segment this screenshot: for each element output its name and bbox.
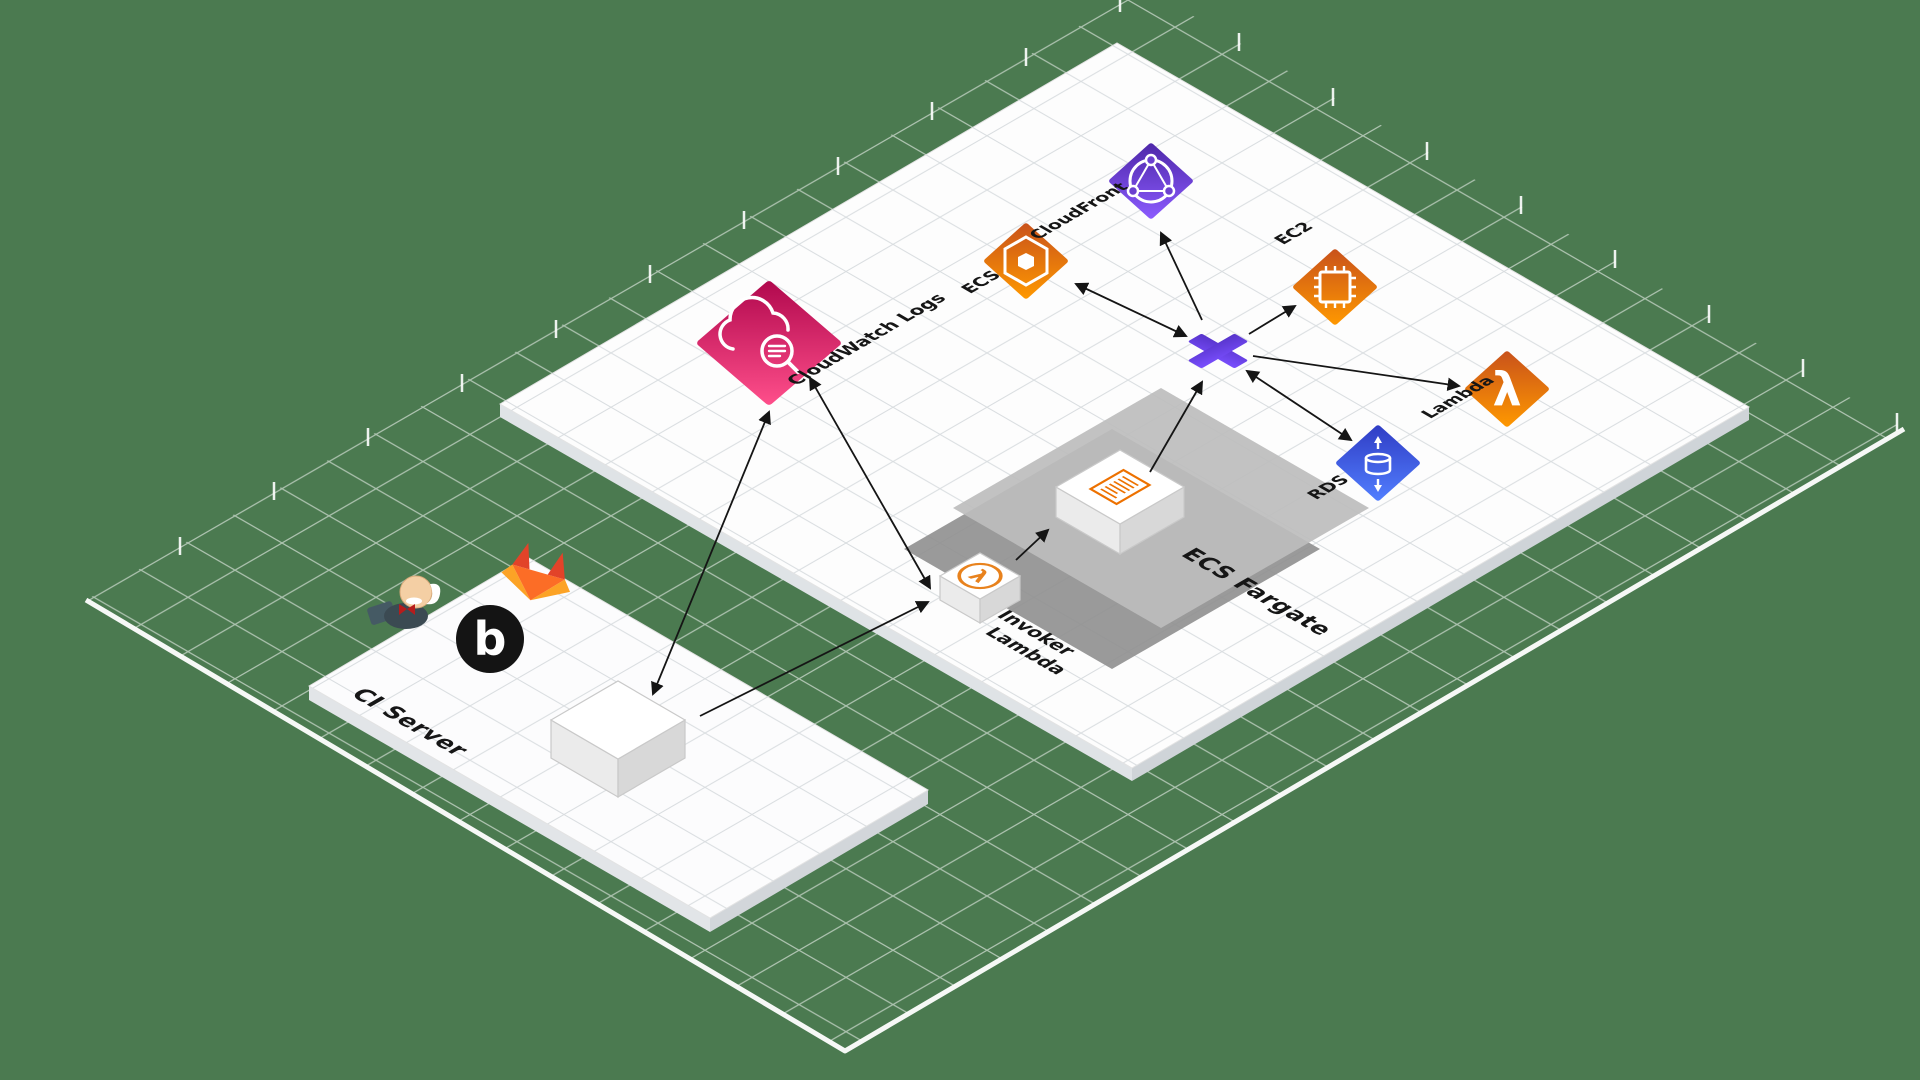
rds-icon	[1336, 425, 1420, 501]
b-logo: b	[456, 605, 524, 673]
svg-text:λ: λ	[1492, 362, 1521, 416]
arrow-fargate-x	[1149, 380, 1204, 473]
arrow-invoker-fargate	[1015, 528, 1050, 561]
arrow-x-ec2	[1248, 304, 1297, 335]
gitlab-logo	[501, 542, 571, 601]
svg-text:b: b	[474, 612, 507, 666]
ci-build-cube	[549, 680, 687, 799]
jenkins-mascot	[367, 575, 441, 629]
lambda-icon: λ	[1465, 351, 1549, 427]
cloudfront-icon	[1109, 143, 1193, 219]
fargate-task-cube	[1054, 449, 1186, 556]
grid-edge-highlight	[84, 426, 1906, 1054]
arrow-x-rds	[1245, 369, 1353, 442]
x-junction-icon	[1188, 334, 1248, 368]
arrow-x-ecs	[1074, 282, 1188, 338]
arrow-cloudwatch-invoker	[808, 376, 932, 590]
document-icon	[1088, 468, 1152, 506]
cloudwatch-logs-icon	[697, 281, 841, 405]
ec2-icon	[1293, 249, 1377, 325]
grid-edge-ticks	[178, 0, 1899, 555]
arrow-x-lambda	[1252, 355, 1462, 392]
arrow-x-cloudfront	[1159, 231, 1203, 321]
arrow-cloudwatch-ci	[651, 410, 771, 696]
arrow-ci-invoker	[699, 601, 930, 717]
invoker-lambda-cube: λ	[938, 552, 1022, 625]
arrows	[651, 231, 1462, 717]
ecs-icon	[984, 223, 1068, 299]
